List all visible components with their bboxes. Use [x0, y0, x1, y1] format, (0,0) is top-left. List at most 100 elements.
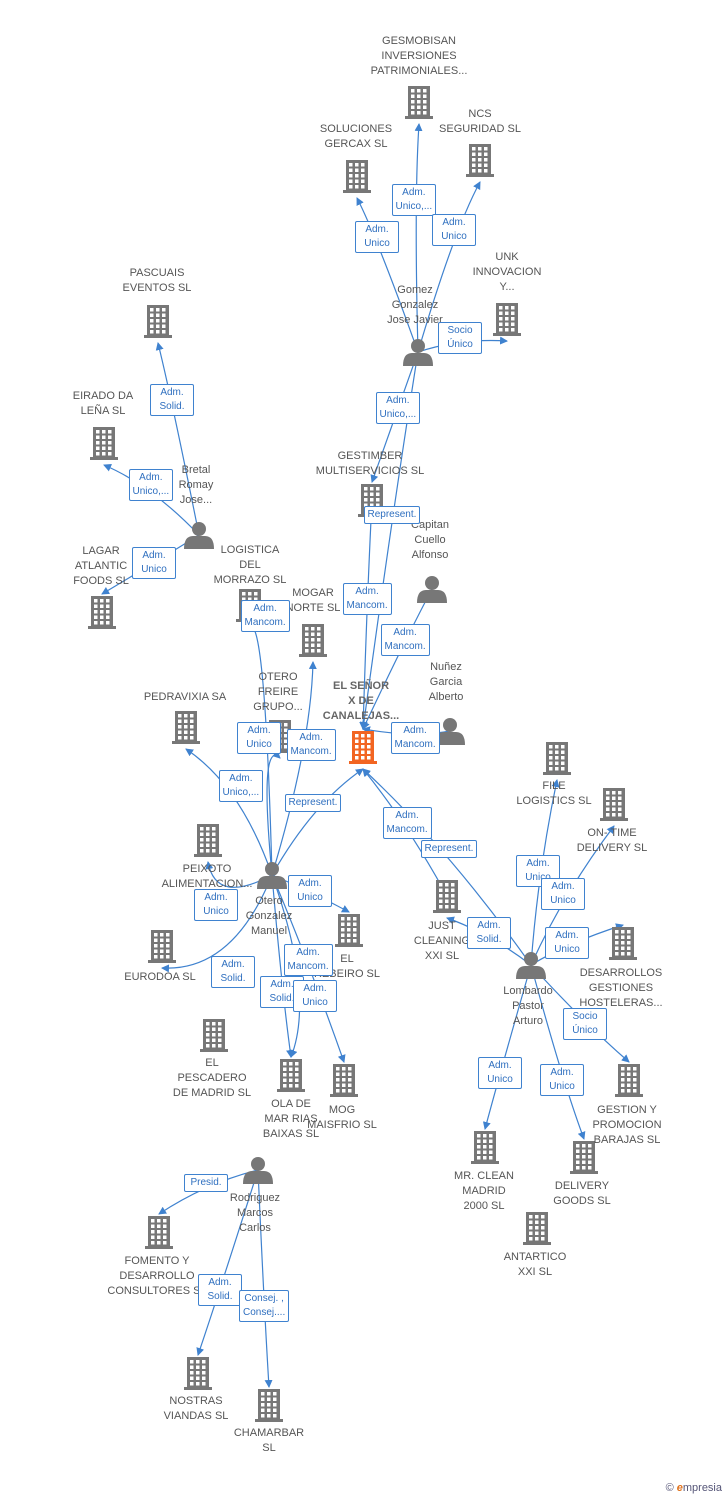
- relation-label[interactable]: Adm. Unico: [293, 980, 337, 1012]
- building-icon[interactable]: [277, 1059, 305, 1092]
- company-node-label[interactable]: UNK INNOVACION Y...: [472, 250, 542, 293]
- company-node-label[interactable]: SOLUCIONES GERCAX SL: [319, 123, 393, 150]
- company-node-label[interactable]: CHAMARBAR SL: [233, 1427, 305, 1454]
- building-icon[interactable]: [466, 144, 494, 177]
- building-icon[interactable]: [343, 160, 371, 193]
- building-icon[interactable]: [144, 305, 172, 338]
- company-node-label[interactable]: PASCUAIS EVENTOS SL: [122, 267, 192, 294]
- relation-label[interactable]: Adm. Mancom.: [390, 722, 440, 754]
- relation-label[interactable]: Socio Único: [438, 322, 482, 354]
- relation-label[interactable]: Adm. Unico: [237, 722, 281, 754]
- company-node-label[interactable]: MOGAR NORTE SL: [285, 587, 341, 614]
- relation-label[interactable]: Adm. Unico,...: [391, 184, 437, 216]
- person-node-label[interactable]: Nuñez Garcia Alberto: [428, 660, 464, 703]
- company-node-label[interactable]: ON- TIME DELIVERY SL: [576, 827, 648, 854]
- company-node-label[interactable]: NOSTRAS VIANDAS SL: [163, 1395, 229, 1422]
- relation-label[interactable]: Adm. Unico: [355, 221, 399, 253]
- company-node-label[interactable]: GESTIMBER MULTISERVICIOS SL: [315, 450, 425, 477]
- relation-label[interactable]: Adm. Unico: [478, 1057, 522, 1089]
- relation-label[interactable]: Adm. Mancom.: [286, 729, 336, 761]
- building-icon[interactable]: [471, 1131, 499, 1164]
- relation-label[interactable]: Adm. Solid.: [150, 384, 194, 416]
- building-icon[interactable]: [299, 624, 327, 657]
- relation-label[interactable]: Adm. Mancom.: [382, 807, 432, 839]
- company-node-label[interactable]: DESARROLLOS GESTIONES HOSTELERAS...: [579, 966, 663, 1009]
- building-icon[interactable]: [615, 1064, 643, 1097]
- person-icon[interactable]: [184, 522, 214, 549]
- relation-label[interactable]: Represent.: [420, 840, 478, 858]
- building-icon[interactable]: [335, 914, 363, 947]
- building-icon[interactable]: [523, 1212, 551, 1245]
- relation-label[interactable]: Adm. Unico: [132, 547, 176, 579]
- building-icon[interactable]: [543, 742, 571, 775]
- building-icon[interactable]: [184, 1357, 212, 1390]
- relation-label[interactable]: Adm. Unico,...: [218, 770, 264, 802]
- relation-label[interactable]: Adm. Unico,...: [128, 469, 174, 501]
- company-node-label[interactable]: EIRADO DA LEÑA SL: [72, 390, 134, 417]
- person-icon[interactable]: [417, 576, 447, 603]
- company-node-label[interactable]: LOGISTICA DEL MORRAZO SL: [213, 543, 287, 586]
- company-node-label[interactable]: GESMOBISAN INVERSIONES PATRIMONIALES...: [370, 34, 468, 77]
- relation-label[interactable]: Adm. Solid.: [198, 1274, 242, 1306]
- company-node-label[interactable]: LAGAR ATLANTIC FOODS SL: [73, 544, 129, 587]
- company-node-label[interactable]: DELIVERY GOODS SL: [553, 1180, 611, 1207]
- person-node-label[interactable]: Rodriguez Marcos Carlos: [229, 1191, 281, 1234]
- company-node-label[interactable]: EL SEÑOR X DE CANALEJAS...: [322, 679, 400, 722]
- building-icon[interactable]: [172, 711, 200, 744]
- company-node-label[interactable]: OTERO FREIRE GRUPO...: [253, 670, 303, 713]
- company-node-label[interactable]: FOMENTO Y DESARROLLO CONSULTORES SL: [107, 1254, 206, 1297]
- relation-label[interactable]: Adm. Mancom.: [283, 944, 333, 976]
- building-icon[interactable]: [349, 731, 377, 764]
- person-icon[interactable]: [403, 339, 433, 366]
- relation-label[interactable]: Adm. Mancom.: [380, 624, 430, 656]
- relation-label[interactable]: Adm. Unico: [288, 875, 332, 907]
- building-icon[interactable]: [194, 824, 222, 857]
- company-node-label[interactable]: EURODOA SL: [124, 970, 196, 983]
- person-icon[interactable]: [435, 718, 465, 745]
- relation-label[interactable]: Adm. Mancom.: [240, 600, 290, 632]
- building-icon[interactable]: [600, 788, 628, 821]
- building-icon[interactable]: [88, 596, 116, 629]
- person-icon[interactable]: [257, 862, 287, 889]
- company-node-label[interactable]: PEIXOTO ALIMENTACION...: [161, 863, 253, 890]
- company-node-label[interactable]: MR. CLEAN MADRID 2000 SL: [454, 1169, 514, 1212]
- company-node-label[interactable]: FILE LOGISTICS SL: [516, 780, 592, 807]
- building-icon[interactable]: [609, 927, 637, 960]
- company-node-label[interactable]: MOG MAISFRIO SL: [307, 1104, 377, 1131]
- relation-label[interactable]: Adm. Unico: [540, 1064, 584, 1096]
- relation-label[interactable]: Adm. Unico: [432, 214, 476, 246]
- company-node-label[interactable]: EL PESCADERO DE MADRID SL: [172, 1056, 252, 1099]
- company-node-label[interactable]: GESTION Y PROMOCION BARAJAS SL: [592, 1103, 662, 1146]
- person-node-label[interactable]: Capitan Cuello Alfonso: [411, 518, 449, 561]
- person-icon[interactable]: [243, 1157, 273, 1184]
- person-node-label[interactable]: Gomez Gonzalez Jose Javier: [387, 283, 443, 326]
- person-node-label[interactable]: Bretal Romay Jose...: [178, 463, 214, 506]
- person-node-label[interactable]: Otero Gonzalez Manuel: [245, 894, 293, 937]
- building-icon[interactable]: [405, 86, 433, 119]
- building-icon[interactable]: [145, 1216, 173, 1249]
- company-node-label[interactable]: ANTARTICO XXI SL: [503, 1251, 567, 1278]
- relation-label[interactable]: Socio Único: [563, 1008, 607, 1040]
- relation-label[interactable]: Adm. Mancom.: [342, 583, 392, 615]
- relation-label[interactable]: Adm. Unico: [541, 878, 585, 910]
- building-icon[interactable]: [493, 303, 521, 336]
- relation-label[interactable]: Adm. Unico,...: [375, 392, 421, 424]
- relation-label[interactable]: Represent.: [284, 794, 342, 812]
- relation-label[interactable]: Adm. Solid.: [467, 917, 511, 949]
- building-icon[interactable]: [200, 1019, 228, 1052]
- company-node-label[interactable]: JUST CLEANING XXI SL: [413, 919, 471, 962]
- company-node-label[interactable]: OLA DE MAR RIAS BAIXAS SL: [262, 1097, 320, 1140]
- relation-label[interactable]: Adm. Unico: [545, 927, 589, 959]
- building-icon[interactable]: [330, 1064, 358, 1097]
- building-icon[interactable]: [570, 1141, 598, 1174]
- relation-label[interactable]: Consej. , Consej....: [239, 1290, 290, 1322]
- relation-label[interactable]: Adm. Solid.: [211, 956, 255, 988]
- person-node-label[interactable]: Lombardo Pastor Arturo: [503, 984, 553, 1027]
- relation-label[interactable]: Represent.: [363, 506, 421, 524]
- building-icon[interactable]: [255, 1389, 283, 1422]
- building-icon[interactable]: [433, 880, 461, 913]
- building-icon[interactable]: [148, 930, 176, 963]
- relation-label[interactable]: Adm. Unico: [194, 889, 238, 921]
- building-icon[interactable]: [90, 427, 118, 460]
- company-node-label[interactable]: NCS SEGURIDAD SL: [439, 108, 521, 135]
